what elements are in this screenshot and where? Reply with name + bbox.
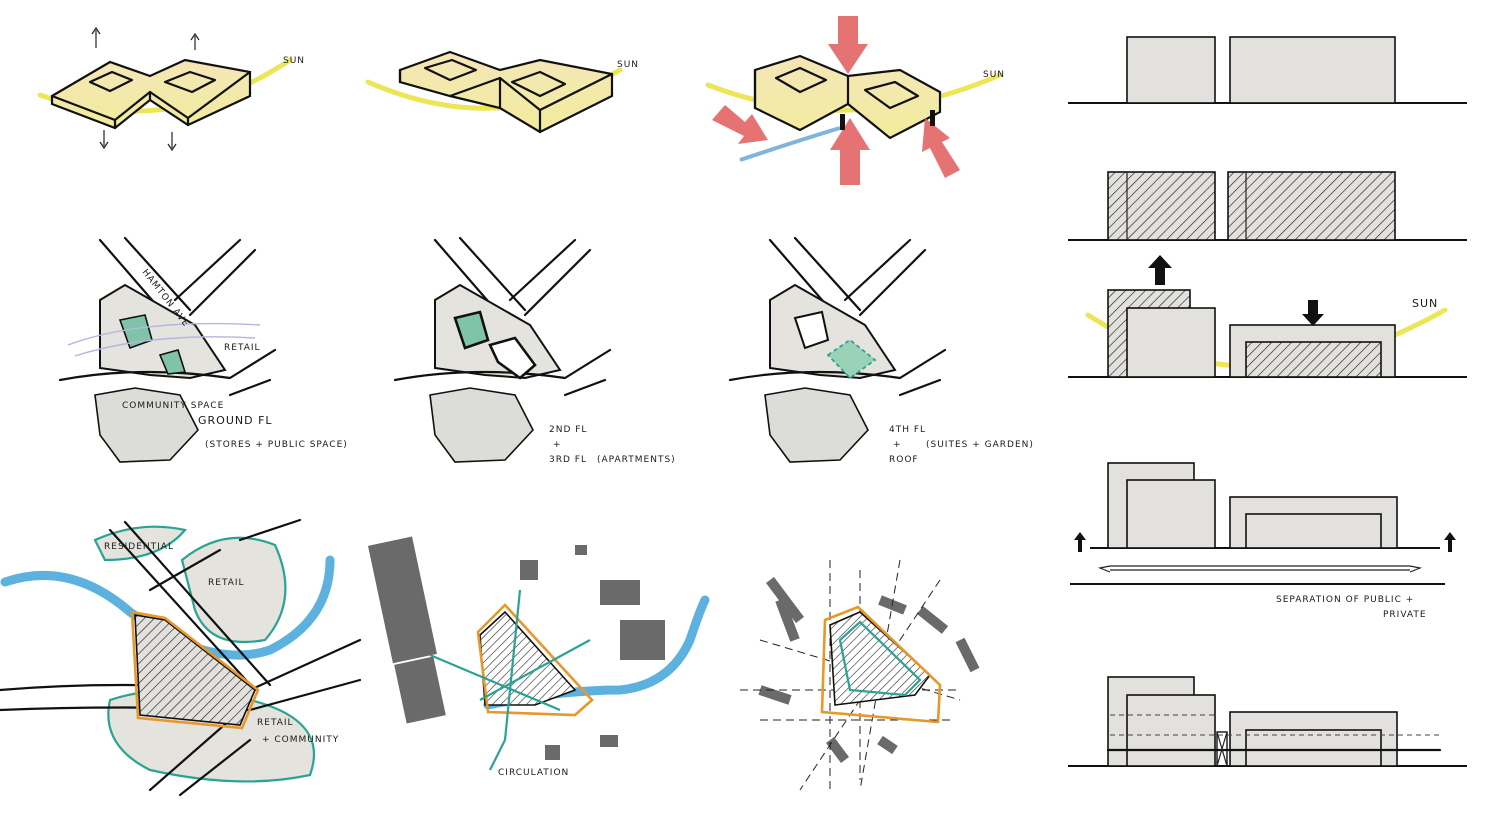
wind-arrow-icon bbox=[712, 105, 768, 144]
second-floor-title-a: 2ND FL bbox=[549, 425, 587, 435]
arrow-down-icon bbox=[1302, 300, 1324, 326]
second-floor-title-b: 3RD FL bbox=[549, 455, 587, 465]
circulation-label: CIRCULATION bbox=[498, 768, 569, 778]
arrow-up-icon bbox=[1148, 255, 1172, 285]
floor-plan-second: 2ND FL + 3RD FL (APARTMENTS) bbox=[393, 236, 676, 465]
section-3: SUN bbox=[1068, 255, 1467, 378]
floor-plan-ground: HAMTON AVE RETAIL COMMUNITY SPACE GROUND… bbox=[58, 236, 348, 463]
massing-diagram-3: SUN bbox=[705, 16, 1005, 185]
second-floor-title-plus: + bbox=[553, 440, 562, 450]
retail-zone-label: RETAIL bbox=[208, 578, 245, 588]
site-analysis-circulation: CIRCULATION bbox=[368, 536, 710, 778]
fourth-floor-title-plus: + bbox=[893, 440, 902, 450]
section-4: SEPARATION OF PUBLIC + PRIVATE bbox=[1070, 462, 1456, 620]
arrow-up-icon bbox=[91, 26, 101, 48]
site-analysis-grid bbox=[740, 559, 980, 791]
arrow-down-icon bbox=[167, 132, 177, 152]
wind-arrow-icon bbox=[828, 16, 868, 74]
retail-community-label-b: + COMMUNITY bbox=[262, 735, 339, 745]
section-sun-label: SUN bbox=[1412, 297, 1438, 310]
arrow-down-icon bbox=[99, 130, 109, 150]
ground-floor-title: GROUND FL bbox=[198, 414, 273, 427]
second-floor-note: (APARTMENTS) bbox=[597, 455, 676, 465]
wind-arrow-icon bbox=[922, 118, 960, 178]
community-label: COMMUNITY SPACE bbox=[122, 401, 224, 411]
separation-label-a: SEPARATION OF PUBLIC + bbox=[1276, 595, 1414, 605]
ground-floor-note: (STORES + PUBLIC SPACE) bbox=[205, 440, 348, 450]
arrow-up-icon bbox=[1444, 532, 1456, 552]
fourth-floor-title-b: ROOF bbox=[889, 455, 919, 465]
floor-plan-fourth: 4TH FL + ROOF (SUITES + GARDEN) bbox=[728, 236, 1034, 465]
massing-diagram-1: SUN bbox=[37, 26, 305, 152]
wind-arrow-icon bbox=[830, 118, 870, 185]
retail-label: RETAIL bbox=[224, 343, 261, 353]
separation-label-b: PRIVATE bbox=[1383, 610, 1427, 620]
section-2 bbox=[1068, 171, 1467, 241]
residential-label: RESIDENTIAL bbox=[104, 542, 174, 552]
sun-label: SUN bbox=[617, 60, 639, 70]
massing-diagram-2: SUN bbox=[365, 50, 639, 134]
retail-community-label-a: RETAIL bbox=[257, 718, 294, 728]
arrow-up-icon bbox=[190, 32, 200, 50]
section-5 bbox=[1068, 676, 1467, 767]
arrow-up-icon bbox=[1074, 532, 1086, 552]
sun-label: SUN bbox=[283, 56, 305, 66]
section-1 bbox=[1068, 36, 1467, 104]
fourth-floor-note: (SUITES + GARDEN) bbox=[926, 440, 1034, 450]
fourth-floor-title-a: 4TH FL bbox=[889, 425, 926, 435]
site-analysis-zoning: RESIDENTIAL RETAIL RETAIL + COMMUNITY bbox=[0, 518, 362, 797]
sun-label: SUN bbox=[983, 70, 1005, 80]
